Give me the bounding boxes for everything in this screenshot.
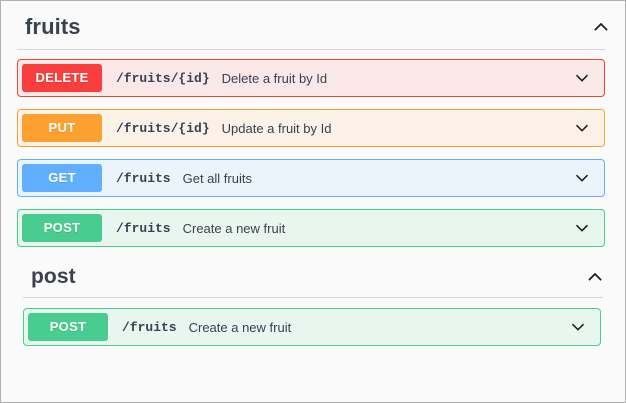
operation-summary: Delete a fruit by Id: [221, 70, 328, 86]
operation-path: /fruits/{id}: [116, 70, 210, 86]
chevron-down-icon[interactable]: [571, 117, 593, 139]
method-badge-post: POST: [22, 214, 102, 242]
method-badge-put: PUT: [22, 114, 102, 142]
chevron-down-icon[interactable]: [571, 67, 593, 89]
tag-header-post[interactable]: post: [1, 253, 625, 297]
tag-title: post: [31, 265, 76, 288]
tag-header-fruits[interactable]: fruits: [1, 1, 625, 49]
tag-divider: [23, 297, 603, 298]
chevron-down-icon[interactable]: [567, 316, 589, 338]
operation-summary: Get all fruits: [182, 170, 252, 186]
operation-summary: Create a new fruit: [182, 220, 286, 236]
tag-divider: [17, 49, 605, 50]
operation-row[interactable]: POST /fruits Create a new fruit: [17, 209, 605, 247]
chevron-down-icon[interactable]: [571, 167, 593, 189]
operation-path: /fruits: [116, 170, 171, 186]
operation-row[interactable]: POST /fruits Create a new fruit: [23, 308, 601, 346]
operation-summary: Create a new fruit: [188, 319, 292, 335]
method-badge-post: POST: [28, 313, 108, 341]
tag-section-post: post POST /fruits Create a new fruit: [1, 253, 625, 356]
operation-row[interactable]: GET /fruits Get all fruits: [17, 159, 605, 197]
operation-row[interactable]: DELETE /fruits/{id} Delete a fruit by Id: [17, 59, 605, 97]
method-badge-delete: DELETE: [22, 64, 102, 92]
tag-title: fruits: [25, 14, 81, 39]
operation-path: /fruits: [122, 319, 177, 335]
operation-path: /fruits: [116, 220, 171, 236]
operation-row[interactable]: PUT /fruits/{id} Update a fruit by Id: [17, 109, 605, 147]
chevron-up-icon[interactable]: [585, 267, 605, 287]
tag-section-fruits: fruits DELETE /fruits/{id} Delete a frui…: [1, 1, 625, 253]
method-badge-get: GET: [22, 164, 102, 192]
operation-list-post: POST /fruits Create a new fruit: [1, 298, 625, 356]
operation-list-fruits: DELETE /fruits/{id} Delete a fruit by Id…: [1, 50, 625, 253]
chevron-down-icon[interactable]: [571, 217, 593, 239]
operation-path: /fruits/{id}: [116, 120, 210, 136]
operation-summary: Update a fruit by Id: [221, 120, 332, 136]
chevron-up-icon[interactable]: [591, 17, 611, 37]
